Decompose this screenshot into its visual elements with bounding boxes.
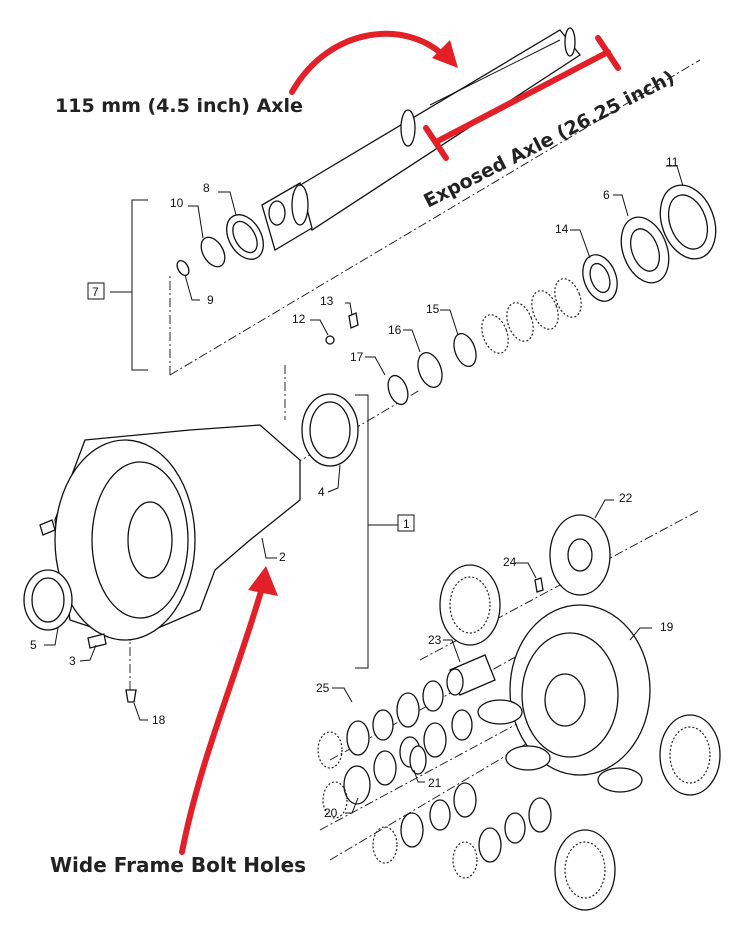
label-9: 9 <box>207 293 214 307</box>
label-19: 19 <box>660 620 674 634</box>
needle-bearings <box>317 680 643 879</box>
label-6: 6 <box>603 188 610 202</box>
label-5: 5 <box>30 638 37 652</box>
group-brackets <box>110 199 398 669</box>
label-18: 18 <box>152 713 166 727</box>
label-2: 2 <box>279 550 286 564</box>
label-22: 22 <box>619 491 633 505</box>
label-8: 8 <box>203 181 210 195</box>
label-3: 3 <box>69 654 76 668</box>
label-14: 14 <box>555 222 569 236</box>
axle-shaft <box>261 27 581 251</box>
label-1: 1 <box>403 517 410 531</box>
label-4: 4 <box>318 485 325 499</box>
bolt-arrow <box>179 585 265 855</box>
exposed-measure-bar <box>433 49 611 145</box>
label-20: 20 <box>324 806 338 820</box>
bearing-cup <box>301 393 359 467</box>
label-17: 17 <box>350 350 364 364</box>
axle-housing <box>39 424 301 641</box>
axle-callout: 115 mm (4.5 inch) Axle <box>55 95 303 117</box>
boxed-labels: 7 1 <box>87 282 415 532</box>
label-16: 16 <box>388 323 402 337</box>
label-21: 21 <box>428 776 442 790</box>
axle-arrow <box>289 30 451 95</box>
exposed-callout: Exposed Axle (26.25 inch) <box>420 67 678 213</box>
upper-seals <box>176 184 717 406</box>
planet-carrier <box>509 604 651 776</box>
label-23: 23 <box>428 633 442 647</box>
label-24: 24 <box>503 555 517 569</box>
label-7: 7 <box>92 285 99 299</box>
label-11: 11 <box>666 155 679 169</box>
label-25: 25 <box>316 681 330 695</box>
leader-lines <box>44 165 684 814</box>
part-labels: 8 10 9 11 6 14 13 12 15 16 17 4 2 5 3 18… <box>30 155 679 820</box>
planet-pin <box>446 577 544 696</box>
planet-gears <box>439 514 721 911</box>
bolt-arrow-head <box>248 566 278 596</box>
label-13: 13 <box>320 294 334 308</box>
bolt-callout: Wide Frame Bolt Holes <box>50 853 306 877</box>
red-annotations <box>179 30 621 855</box>
label-10: 10 <box>170 196 184 210</box>
axle-arrow-head <box>432 40 458 68</box>
label-15: 15 <box>426 302 440 316</box>
label-12: 12 <box>292 312 306 326</box>
seal-ring <box>23 569 137 703</box>
